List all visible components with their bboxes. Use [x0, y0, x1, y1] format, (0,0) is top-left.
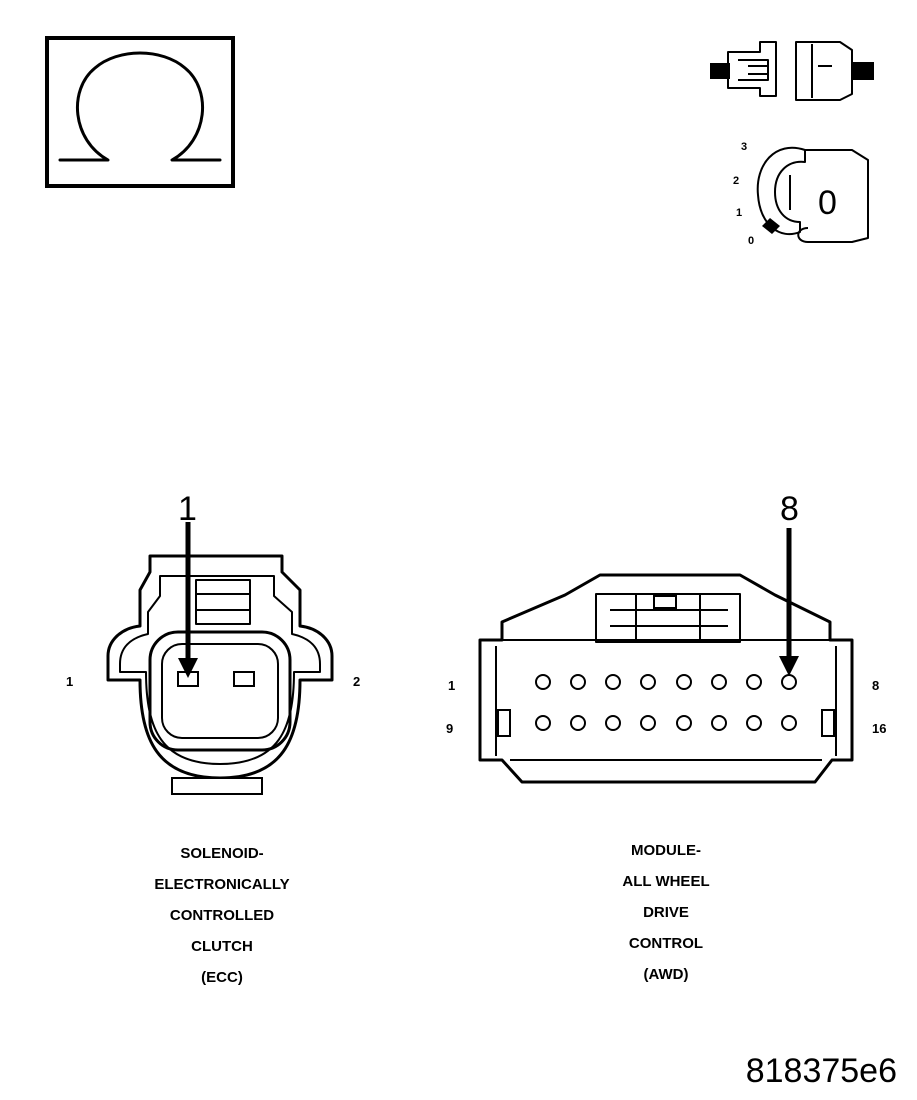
awd-caption-line-4: CONTROL: [629, 935, 703, 952]
awd-bottom-right-label: 16: [872, 721, 886, 736]
awd-pin-2: [570, 674, 586, 690]
awd-pin-row-bottom: [535, 715, 797, 731]
awd-pin-3: [605, 674, 621, 690]
awd-pin-11: [605, 715, 621, 731]
awd-pin-1: [535, 674, 551, 690]
ignition-key-icon: 3 2 1 0 0: [733, 141, 869, 247]
ecc-caption-line-5: (ECC): [201, 969, 243, 986]
ecc-caption-line-2: ELECTRONICALLY: [154, 876, 289, 893]
awd-pin-8: [781, 674, 797, 690]
ignition-position-1: 1: [736, 207, 742, 219]
ecc-right-pin-label: 2: [353, 674, 360, 689]
ecc-caption-line-3: CONTROLLED: [170, 907, 274, 924]
ignition-position-3: 3: [741, 141, 747, 153]
awd-pin-13: [676, 715, 692, 731]
awd-pin-6: [711, 674, 727, 690]
awd-pin-row-top: [535, 674, 797, 690]
awd-pin-15: [746, 715, 762, 731]
awd-pin-14: [711, 715, 727, 731]
awd-pin-5: [676, 674, 692, 690]
disconnected-connector-icon: [710, 41, 874, 101]
ecc-pin-2: [233, 671, 255, 687]
awd-pin-10: [570, 715, 586, 731]
awd-callout-pin: 8: [780, 490, 799, 528]
awd-caption-line-5: (AWD): [644, 966, 689, 983]
awd-caption-line-1: MODULE-: [631, 842, 701, 859]
ecc-left-pin-label: 1: [66, 674, 73, 689]
awd-caption-line-3: DRIVE: [643, 904, 689, 921]
awd-pin-9: [535, 715, 551, 731]
ecc-connector: 1 1 2: [66, 490, 360, 795]
ecc-caption-line-4: CLUTCH: [191, 938, 253, 955]
awd-pin-4: [640, 674, 656, 690]
awd-top-left-label: 1: [448, 678, 455, 693]
awd-caption-line-2: ALL WHEEL: [622, 873, 709, 890]
ignition-position-0: 0: [748, 235, 754, 247]
ignition-position-2: 2: [733, 175, 739, 187]
ecc-caption-line-1: SOLENOID-: [180, 845, 263, 862]
omega-ohm-icon: [45, 36, 235, 188]
awd-top-right-label: 8: [872, 678, 879, 693]
ecc-callout-pin: 1: [178, 490, 197, 528]
awd-connector: 8 1 8 9 16: [446, 490, 886, 784]
awd-pin-12: [640, 715, 656, 731]
awd-pin-16: [781, 715, 797, 731]
figure-id: 818375e6: [746, 1052, 897, 1090]
awd-pin-7: [746, 674, 762, 690]
awd-bottom-left-label: 9: [446, 721, 453, 736]
ignition-key-label: 0: [818, 184, 837, 222]
